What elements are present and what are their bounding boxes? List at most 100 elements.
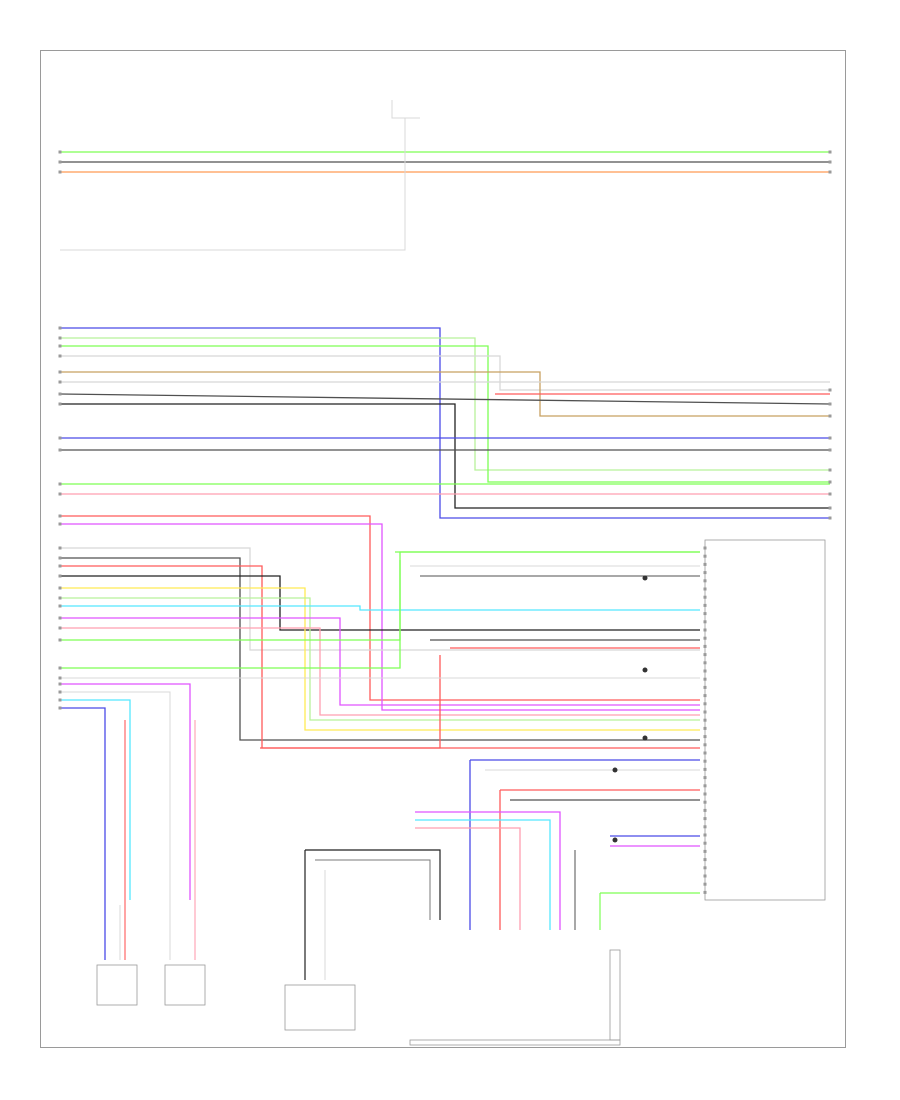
wire-r7 xyxy=(415,827,521,930)
splice-icon xyxy=(58,522,62,526)
pin-marker xyxy=(703,612,707,616)
pin-marker xyxy=(703,743,707,747)
wire-c10 xyxy=(60,699,131,900)
pin-marker xyxy=(703,833,707,837)
splice-icon xyxy=(58,326,62,330)
splice-icon xyxy=(58,170,62,174)
pin-marker xyxy=(703,587,707,591)
splice-icon xyxy=(828,492,832,496)
pin-marker xyxy=(703,776,707,780)
pin-marker xyxy=(703,710,707,714)
splice-icon xyxy=(58,638,62,642)
bottom-connector xyxy=(409,1039,621,1046)
splice-icon xyxy=(58,676,62,680)
pin-marker xyxy=(703,808,707,812)
splice-icon xyxy=(828,436,832,440)
pin-marker xyxy=(703,874,707,878)
pin-marker xyxy=(703,751,707,755)
splice-icon xyxy=(828,414,832,418)
wire-lower-6 xyxy=(60,575,700,631)
pin-marker xyxy=(703,562,707,566)
wire-lower-11 xyxy=(60,627,700,716)
ground-icon xyxy=(642,667,648,673)
wire-lower-2 xyxy=(60,523,700,711)
pin-marker xyxy=(703,702,707,706)
splice-icon xyxy=(58,344,62,348)
ground-icon xyxy=(612,767,618,773)
pin-marker xyxy=(703,677,707,681)
wire-top-feed xyxy=(60,118,406,251)
splice-icon xyxy=(58,706,62,710)
splice-icon xyxy=(58,392,62,396)
pin-marker xyxy=(703,841,707,845)
wire-lower-7 xyxy=(60,587,700,731)
splice-icon xyxy=(58,448,62,452)
splice-icon xyxy=(58,436,62,440)
wire-row-7 xyxy=(59,393,831,405)
pin-marker xyxy=(703,669,707,673)
wire-lower-3 xyxy=(60,547,700,651)
wire-row-4 xyxy=(60,355,830,391)
splice-icon xyxy=(58,160,62,164)
main-component-box xyxy=(704,539,826,901)
pin-marker xyxy=(703,735,707,739)
pin-marker xyxy=(703,866,707,870)
wire-c7 xyxy=(60,560,401,669)
splice-icon xyxy=(58,604,62,608)
wire-row-8 xyxy=(60,403,830,509)
pin-marker xyxy=(703,546,707,550)
ground-icon xyxy=(642,735,648,741)
wire-lower-4 xyxy=(60,557,700,741)
pin-marker xyxy=(703,595,707,599)
splice-icon xyxy=(58,354,62,358)
splice-icon xyxy=(58,380,62,384)
wire-lower-9 xyxy=(60,605,700,611)
splice-icon xyxy=(58,514,62,518)
wire-ant-3 xyxy=(315,859,431,920)
splice-icon xyxy=(828,402,832,406)
splice-icon xyxy=(828,150,832,154)
pin-marker xyxy=(703,784,707,788)
splice-icon xyxy=(828,160,832,164)
pin-marker xyxy=(703,792,707,796)
splice-icon xyxy=(828,480,832,484)
pin-marker xyxy=(703,825,707,829)
wire-c12 xyxy=(60,691,171,960)
ground-icon xyxy=(642,575,648,581)
splice-icon xyxy=(58,546,62,550)
pin-marker xyxy=(703,694,707,698)
splice-icon xyxy=(58,626,62,630)
left-sensor-box xyxy=(96,964,138,1006)
wire-r6 xyxy=(415,819,551,930)
pin-marker xyxy=(703,849,707,853)
splice-icon xyxy=(58,370,62,374)
diagram-frame xyxy=(40,50,846,1048)
splice-icon xyxy=(58,682,62,686)
splice-icon xyxy=(828,448,832,452)
wire-c9 xyxy=(60,683,191,900)
wire-r5 xyxy=(415,811,561,930)
bottom-right-bracket xyxy=(609,949,621,1041)
wire-top-switch xyxy=(391,100,420,119)
pin-marker xyxy=(703,571,707,575)
wire-ant-1 xyxy=(305,849,441,920)
component-group xyxy=(58,150,832,1046)
splice-icon xyxy=(828,468,832,472)
pin-marker xyxy=(703,603,707,607)
splice-icon xyxy=(58,492,62,496)
pin-marker xyxy=(703,800,707,804)
wire-lower-8 xyxy=(60,597,700,721)
wire-lower-5 xyxy=(60,565,700,749)
wire-c11 xyxy=(60,707,106,960)
wire-c5 xyxy=(260,655,441,749)
wire-row-3 xyxy=(60,345,830,483)
wire-lower-1 xyxy=(60,515,700,701)
pin-marker xyxy=(703,636,707,640)
pin-marker xyxy=(703,685,707,689)
splice-icon xyxy=(58,616,62,620)
splice-icon xyxy=(58,556,62,560)
wire-lower-12 xyxy=(60,551,700,641)
splice-icon xyxy=(828,170,832,174)
pin-marker xyxy=(703,718,707,722)
